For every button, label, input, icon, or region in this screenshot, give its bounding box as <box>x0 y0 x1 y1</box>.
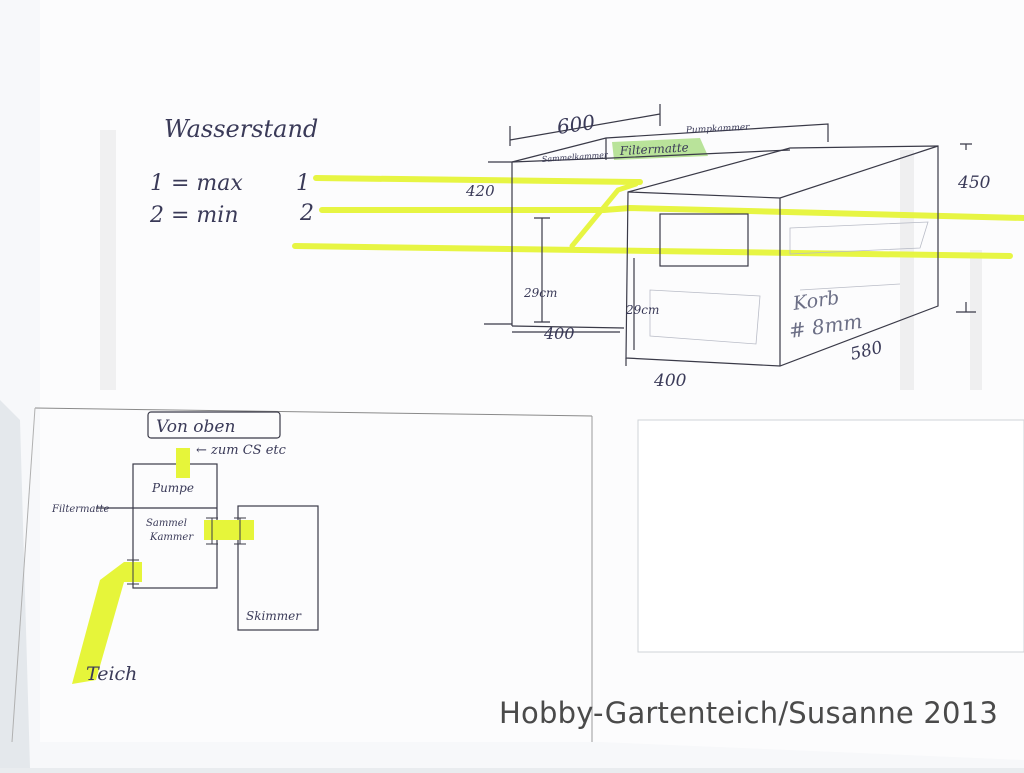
skimmer-label: Skimmer <box>246 609 302 623</box>
skimmer-box <box>237 505 319 631</box>
level-max-label: 1 = max <box>150 171 243 196</box>
level-1-marker: 1 <box>296 171 310 196</box>
dim-420: 420 <box>465 182 495 200</box>
dim-450: 450 <box>957 173 991 193</box>
dim-600: 600 <box>555 110 596 139</box>
von-oben-frame <box>147 411 281 439</box>
teich-label: Teich <box>86 663 137 685</box>
level-2-marker: 2 <box>299 201 314 226</box>
outlet-highlight <box>176 448 190 478</box>
filtermatte-label: Filtermatte <box>51 504 110 515</box>
water-line-max <box>313 175 643 185</box>
connector-highlight <box>204 520 254 540</box>
level-min-label: 2 = min <box>149 203 238 228</box>
topview-title: Von oben <box>156 417 235 437</box>
sheet-edge-top <box>34 407 593 417</box>
white-card <box>637 419 1024 653</box>
water-line-low <box>292 243 1013 259</box>
water-slope <box>569 181 639 249</box>
dim-29cm-right: 29cm <box>625 303 659 317</box>
label-filtermatte: Filtermatte <box>618 140 689 158</box>
teich-inlet-highlight <box>72 562 142 684</box>
water-level-title: Wasserstand <box>164 115 318 143</box>
to-cs-label: ← zum CS etc <box>196 443 287 458</box>
filter-box-outline <box>484 104 976 367</box>
water-level-lines <box>292 175 1024 259</box>
topview-highlights <box>72 448 254 684</box>
korb-pencil <box>649 221 929 345</box>
topview-connectors <box>127 517 246 585</box>
watermark-text: Hobby-Gartenteich/Susanne 2013 <box>499 696 998 730</box>
water-line-min <box>319 204 1024 221</box>
sammelkammer-label-2: Kammer <box>149 532 194 543</box>
dim-29cm-left: 29cm <box>523 286 557 300</box>
pumpe-label: Pumpe <box>151 481 194 495</box>
show-through-print <box>100 130 982 390</box>
sammelkammer-label-1: Sammel <box>146 518 187 529</box>
dim-400-box: 400 <box>653 371 687 391</box>
sheet-edge-left <box>11 407 36 743</box>
label-pumpkammer: Pumpkammer <box>685 123 751 136</box>
dim-400-filter: 400 <box>543 324 575 343</box>
